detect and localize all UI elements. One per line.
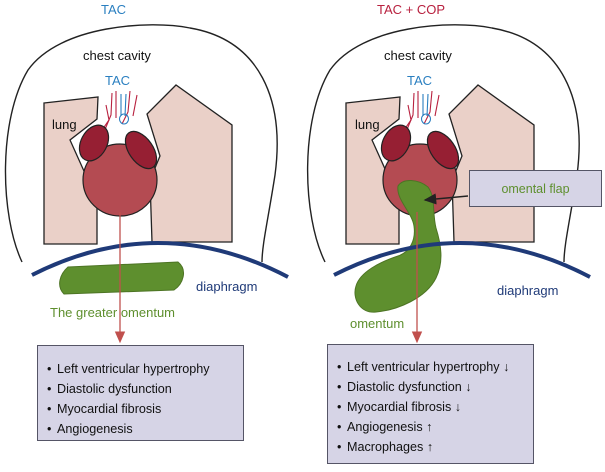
left-effects-box: •Left ventricular hypertrophy •Diastolic… xyxy=(37,345,244,441)
lung-label-right: lung xyxy=(355,117,380,132)
left-panel-title: TAC xyxy=(101,2,127,17)
omentum-label-right: omentum xyxy=(350,316,405,331)
right-effect-item: •Diastolic dysfunction ↓ xyxy=(337,380,472,394)
left-effects-list: •Left ventricular hypertrophy •Diastolic… xyxy=(47,359,243,439)
left-effect-item: •Left ventricular hypertrophy xyxy=(47,362,210,376)
tac-vessels-left xyxy=(118,93,130,125)
left-effect-item: •Angiogenesis xyxy=(47,422,133,436)
left-atrium-left xyxy=(78,124,110,162)
great-vessels-left xyxy=(99,90,138,134)
diaphragm-left xyxy=(31,241,289,279)
right-lung-left xyxy=(146,84,233,243)
right-atrium-left xyxy=(124,130,158,170)
left-effect-item: •Myocardial fibrosis xyxy=(47,402,162,416)
tac-label-left: TAC xyxy=(105,73,131,88)
right-effect-item: •Myocardial fibrosis ↓ xyxy=(337,400,462,414)
left-lung-left xyxy=(43,96,99,245)
decrease-arrow: ↓ xyxy=(454,400,462,414)
great-vessels-right xyxy=(401,90,440,134)
omental-flap-box: omental flap xyxy=(469,170,602,207)
increase-arrow: ↑ xyxy=(426,440,434,454)
increase-arrow: ↑ xyxy=(426,420,433,434)
left-panel-graphics xyxy=(4,24,289,344)
right-panel-title: TAC + COP xyxy=(377,2,446,17)
chest-cavity-label-right: chest cavity xyxy=(384,48,452,63)
diaphragm-label-right: diaphragm xyxy=(497,283,559,298)
flap-pointer-arrow xyxy=(423,193,469,205)
right-effect-item: •Left ventricular hypertrophy ↓ xyxy=(337,360,510,374)
right-effect-item: •Angiogenesis ↑ xyxy=(337,420,433,434)
right-effects-list: •Left ventricular hypertrophy ↓ •Diastol… xyxy=(337,357,533,457)
left-atrium-right xyxy=(380,124,412,162)
left-effect-item: •Diastolic dysfunction xyxy=(47,382,172,396)
diaphragm-label-left: diaphragm xyxy=(196,279,258,294)
lung-label-left: lung xyxy=(52,117,77,132)
omental-flap-label: omental flap xyxy=(501,181,570,196)
right-atrium-right xyxy=(426,130,460,170)
right-lung-right xyxy=(448,84,535,243)
right-effect-item: •Macrophages ↑ xyxy=(337,440,434,454)
greater-omentum-shape xyxy=(59,261,184,295)
chest-cavity-label-left: chest cavity xyxy=(83,48,151,63)
right-effects-box: •Left ventricular hypertrophy ↓ •Diastol… xyxy=(327,344,534,464)
diaphragm-right xyxy=(333,241,591,279)
tac-vessels-right xyxy=(420,93,432,125)
decrease-arrow: ↓ xyxy=(503,360,510,374)
greater-omentum-label: The greater omentum xyxy=(50,305,176,320)
decrease-arrow: ↓ xyxy=(465,380,472,394)
chest-cavity-outline-left xyxy=(4,24,278,263)
tac-label-right: TAC xyxy=(407,73,433,88)
